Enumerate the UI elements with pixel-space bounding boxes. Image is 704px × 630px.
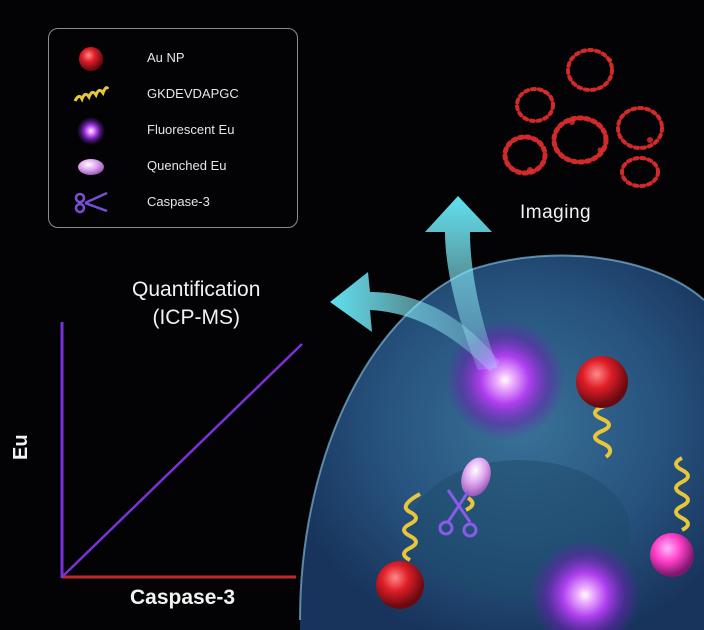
pink-eu-particle	[650, 533, 694, 577]
gold-nanoparticle-peptide-2	[376, 492, 424, 609]
legend-label: Fluorescent Eu	[147, 122, 235, 137]
peptide-chain-3	[674, 456, 690, 532]
legend-item-peptide: GKDEVDAPGC	[49, 77, 297, 113]
quenched-eu-particle	[461, 457, 491, 497]
quantification-title: Quantification	[132, 278, 261, 301]
legend-item-caspase-3: Caspase-3	[49, 185, 297, 221]
quenched-eu-icon	[78, 159, 104, 175]
quantification-arrow	[330, 272, 500, 372]
gold-nanoparticle-icon	[79, 47, 103, 71]
peptide-helix-icon	[73, 86, 109, 103]
legend-item-fluorescent-eu: Fluorescent Eu	[49, 113, 297, 149]
imaging-label: Imaging	[520, 202, 592, 223]
plot-trend-line	[61, 343, 303, 578]
legend-item-au-np: Au NP	[49, 41, 297, 77]
plot-x-axis-label: Caspase-3	[130, 586, 236, 609]
legend-label: Au NP	[147, 50, 185, 65]
quantification-method: (ICP-MS)	[152, 306, 240, 329]
fluorescent-eu-glow	[530, 540, 640, 630]
imaging-arrow	[425, 196, 498, 370]
eu-vs-caspase-plot	[60, 322, 303, 579]
plot-y-axis-label: Eu	[10, 434, 32, 460]
fluorescent-eu-icon	[77, 117, 105, 145]
scissors-icon	[74, 191, 108, 214]
gold-nanoparticle-peptide-1	[576, 356, 628, 459]
imaging-cells-micrograph	[502, 48, 664, 188]
caspase-3-scissors-icon	[438, 489, 478, 538]
legend-label: Caspase-3	[147, 194, 210, 209]
legend-label: GKDEVDAPGC	[147, 86, 239, 101]
quantification-label: Quantification (ICP-MS)	[132, 276, 260, 332]
legend-label: Quenched Eu	[147, 158, 227, 173]
legend-item-quenched-eu: Quenched Eu	[49, 149, 297, 185]
legend-box: Au NP GKDEVDAPGC Fluorescent Eu Quenched…	[48, 28, 298, 228]
